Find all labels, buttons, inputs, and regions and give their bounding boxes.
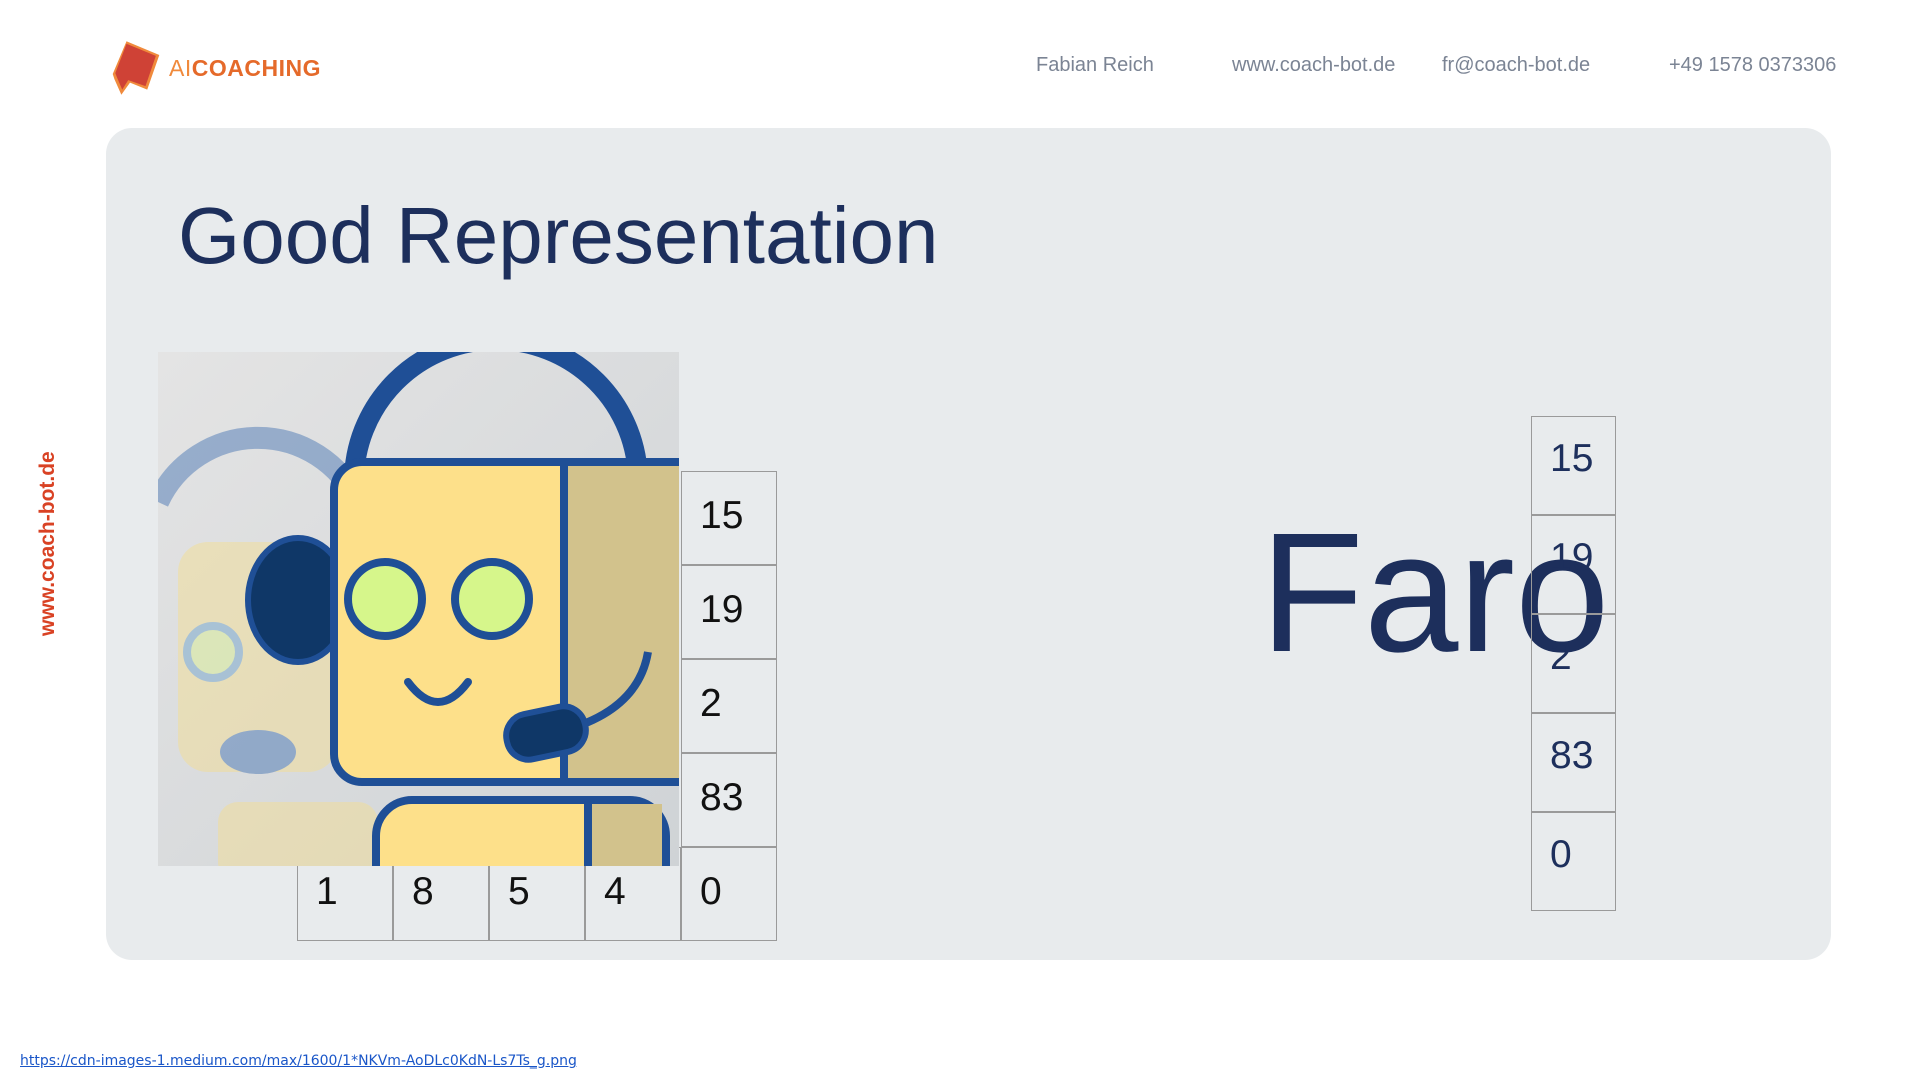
grid-value: 4: [604, 870, 626, 913]
grid-value: 19: [700, 588, 744, 631]
embedding-cell: 83: [1531, 713, 1616, 812]
logo[interactable]: AICOACHING: [111, 32, 321, 104]
robot-image: [158, 352, 679, 866]
robot-headset-icon: [158, 352, 679, 866]
logo-text: AICOACHING: [169, 55, 321, 82]
contact-website[interactable]: www.coach-bot.de: [1232, 54, 1396, 76]
logo-ai: AI: [169, 54, 192, 81]
grid-cell: 0: [681, 847, 777, 941]
grid-value: 1: [316, 870, 338, 913]
grid-value: 0: [700, 870, 722, 913]
contact-name: Fabian Reich: [1036, 54, 1154, 76]
embedding-cell: 15: [1531, 416, 1616, 515]
grid-value: 83: [700, 776, 744, 819]
embedding-value: 83: [1550, 734, 1594, 777]
embedding-cell: 0: [1531, 812, 1616, 911]
embedding-cell: 2: [1531, 614, 1616, 713]
embedding-value: 15: [1550, 437, 1594, 480]
embedding-value: 0: [1550, 833, 1572, 876]
grid-value: 8: [412, 870, 434, 913]
logo-coaching: COACHING: [191, 54, 321, 81]
grid-value: 15: [700, 494, 744, 537]
embedding-cell: 19: [1531, 515, 1616, 614]
embedding-value: 19: [1550, 536, 1594, 579]
embedding-value: 2: [1550, 635, 1572, 678]
logo-mark-icon: [112, 41, 160, 95]
contact-email[interactable]: fr@coach-bot.de: [1442, 54, 1591, 76]
grid-value: 5: [508, 870, 530, 913]
word-faro: Faro: [1260, 498, 1610, 688]
grid-cell: 15: [681, 471, 777, 565]
grid-cell: 83: [681, 753, 777, 847]
slide-title: Good Representation: [178, 191, 939, 280]
grid-cell: 2: [681, 659, 777, 753]
grid-cell: 19: [681, 565, 777, 659]
contact-phone: +49 1578 0373306: [1669, 54, 1837, 76]
header: AICOACHING Fabian Reich www.coach-bot.de…: [0, 0, 1920, 120]
grid-value: 2: [700, 682, 722, 725]
side-url: www.coach-bot.de: [36, 451, 59, 636]
source-link[interactable]: https://cdn-images-1.medium.com/max/1600…: [20, 1053, 577, 1069]
